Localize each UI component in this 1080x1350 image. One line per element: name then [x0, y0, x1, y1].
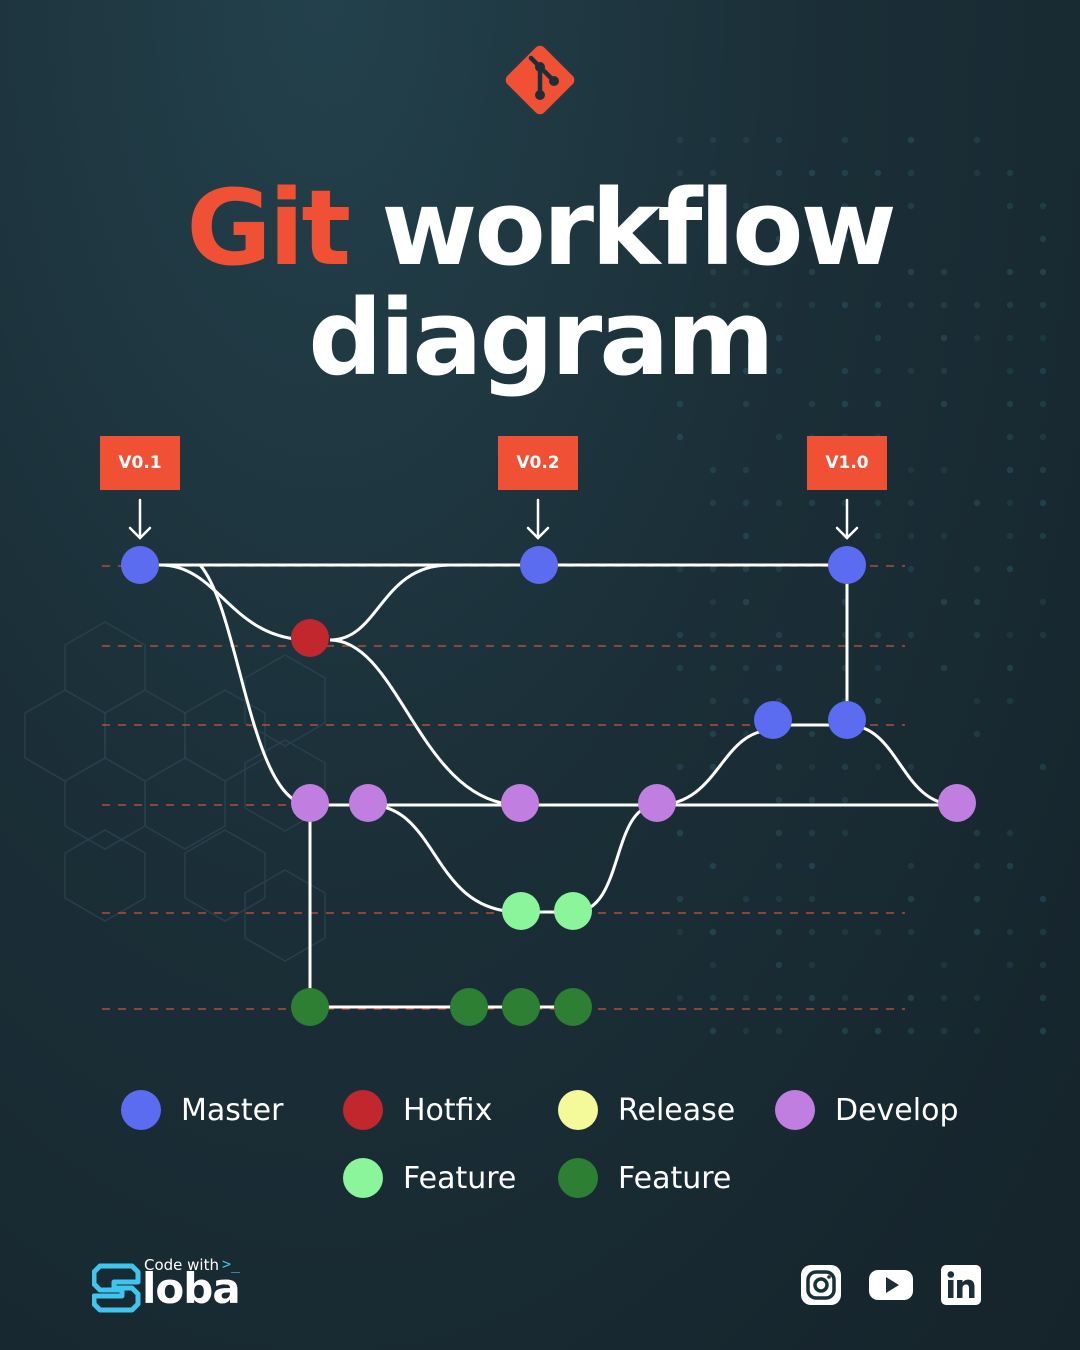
commit-release: [828, 701, 866, 739]
commit-feature-light: [502, 892, 540, 930]
commit-feature-dark: [291, 988, 329, 1026]
commit-feature-dark: [502, 988, 540, 1026]
arrows: [130, 500, 857, 538]
commit-develop: [638, 784, 676, 822]
lane-guides: [102, 566, 905, 1009]
legend-item-feature-dark: Feature: [558, 1158, 731, 1198]
branch-lines: [140, 565, 957, 1007]
arrow-down-icon: [837, 500, 857, 538]
commit-release: [754, 701, 792, 739]
legend-dot-develop: [775, 1090, 815, 1130]
youtube-icon[interactable]: [868, 1264, 914, 1306]
legend-label: Hotfix: [403, 1093, 492, 1128]
legend-item-develop: Develop: [775, 1090, 959, 1130]
arrow-down-icon: [130, 500, 150, 538]
brand-logo[interactable]: Code with >_ loba: [92, 1254, 262, 1314]
hotfix-to-develop: [330, 640, 520, 805]
legend-label: Feature: [618, 1161, 731, 1196]
instagram-icon[interactable]: [800, 1264, 842, 1306]
commit-develop: [291, 784, 329, 822]
commit-develop: [938, 784, 976, 822]
master-to-hotfix: [160, 565, 310, 640]
brand-name: loba: [142, 1264, 240, 1313]
legend-dot-master: [121, 1090, 161, 1130]
commit-hotfix: [291, 619, 329, 657]
commit-master: [121, 546, 159, 584]
commit-feature-dark: [554, 988, 592, 1026]
arrow-down-icon: [528, 500, 548, 538]
develop-to-feature-light: [368, 805, 520, 912]
commit-develop: [501, 784, 539, 822]
legend-item-master: Master: [121, 1090, 283, 1130]
legend-label: Develop: [835, 1093, 959, 1128]
hotfix-to-master: [330, 565, 450, 640]
legend-label: Master: [181, 1093, 283, 1128]
legend-dot-feature-dark: [558, 1158, 598, 1198]
commit-feature-light: [554, 892, 592, 930]
legend-item-feature-light: Feature: [343, 1158, 516, 1198]
commit-master: [828, 546, 866, 584]
linkedin-icon[interactable]: [940, 1264, 982, 1306]
legend-item-hotfix: Hotfix: [343, 1090, 492, 1130]
develop-to-release: [657, 730, 773, 805]
commit-feature-dark: [450, 988, 488, 1026]
release-to-develop: [847, 725, 957, 805]
master-to-develop: [200, 565, 310, 805]
brand-mark-icon: [92, 1262, 144, 1314]
legend-item-release: Release: [558, 1090, 735, 1130]
legend-label: Release: [618, 1093, 735, 1128]
legend-label: Feature: [403, 1161, 516, 1196]
commit-develop: [349, 784, 387, 822]
commit-master: [520, 546, 558, 584]
legend-dot-feature-light: [343, 1158, 383, 1198]
legend-dot-hotfix: [343, 1090, 383, 1130]
legend-dot-release: [558, 1090, 598, 1130]
feature-light-to-develop: [574, 805, 657, 912]
